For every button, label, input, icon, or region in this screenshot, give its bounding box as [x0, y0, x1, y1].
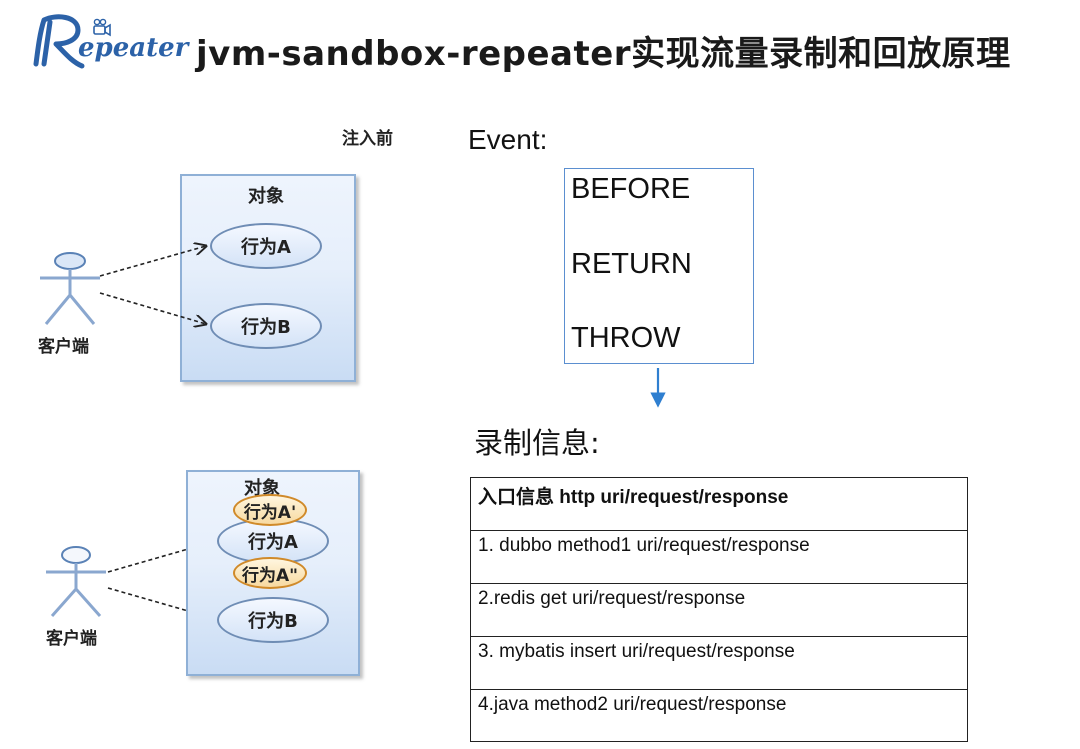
client-label: 客户端 — [38, 337, 89, 357]
table-row: 入口信息 http uri/request/response — [471, 478, 967, 531]
record-info-table: 入口信息 http uri/request/response 1. dubbo … — [470, 477, 968, 742]
behavior-a-prime-ellipse: 行为A' — [233, 494, 307, 526]
record-info-label: 录制信息: — [474, 426, 600, 460]
event-label: Event: — [468, 124, 548, 155]
client-label: 客户端 — [46, 629, 97, 649]
client-actor-icon — [40, 252, 100, 325]
behavior-a-ellipse: 行为A — [210, 223, 322, 269]
object-title: 对象 — [248, 186, 284, 207]
event-list-box: BEFORE RETURN THROW — [564, 168, 754, 364]
event-item: RETURN — [571, 248, 692, 280]
behavior-b-ellipse: 行为B — [217, 597, 329, 643]
page-title: jvm-sandbox-repeater实现流量录制和回放原理 — [196, 34, 1011, 74]
camera-icon — [93, 18, 111, 37]
client-actor-icon — [46, 546, 106, 617]
event-item: THROW — [571, 322, 681, 354]
event-item: BEFORE — [571, 173, 691, 205]
behavior-b-ellipse: 行为B — [210, 303, 322, 349]
repeater-logo: epeater — [33, 14, 191, 69]
svg-text:epeater: epeater — [78, 33, 191, 63]
behavior-a-double-prime-ellipse: 行为A" — [233, 557, 307, 589]
table-row: 4.java method2 uri/request/response — [478, 694, 787, 715]
before-injection-label: 注入前 — [342, 129, 393, 149]
table-row: 1. dubbo method1 uri/request/response — [471, 531, 967, 584]
table-row: 2.redis get uri/request/response — [471, 584, 967, 637]
table-row: 3. mybatis insert uri/request/response — [471, 637, 967, 690]
